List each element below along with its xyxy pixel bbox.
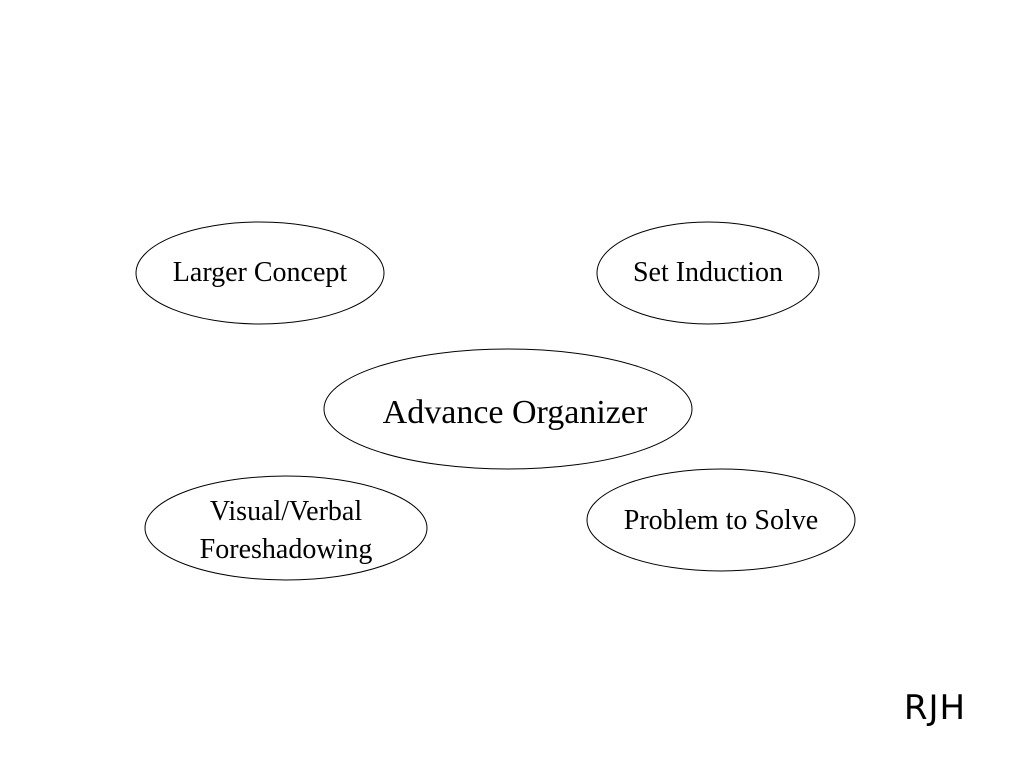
node-larger-concept: Larger Concept — [172, 257, 348, 288]
oval-advance-organizer — [323, 348, 693, 470]
oval-visual-verbal — [144, 475, 428, 581]
node-problem-to-solve: Problem to Solve — [623, 505, 819, 536]
oval-larger-concept — [135, 221, 385, 325]
author-initials: RJH — [903, 688, 967, 728]
node-set-induction: Set Induction — [632, 257, 784, 288]
oval-set-induction — [596, 221, 820, 325]
node-visual-verbal-foreshadowing: Visual/Verbal Foreshadowing — [199, 496, 373, 565]
node-advance-organizer: Advance Organizer — [382, 394, 648, 431]
oval-problem-to-solve — [586, 468, 856, 572]
